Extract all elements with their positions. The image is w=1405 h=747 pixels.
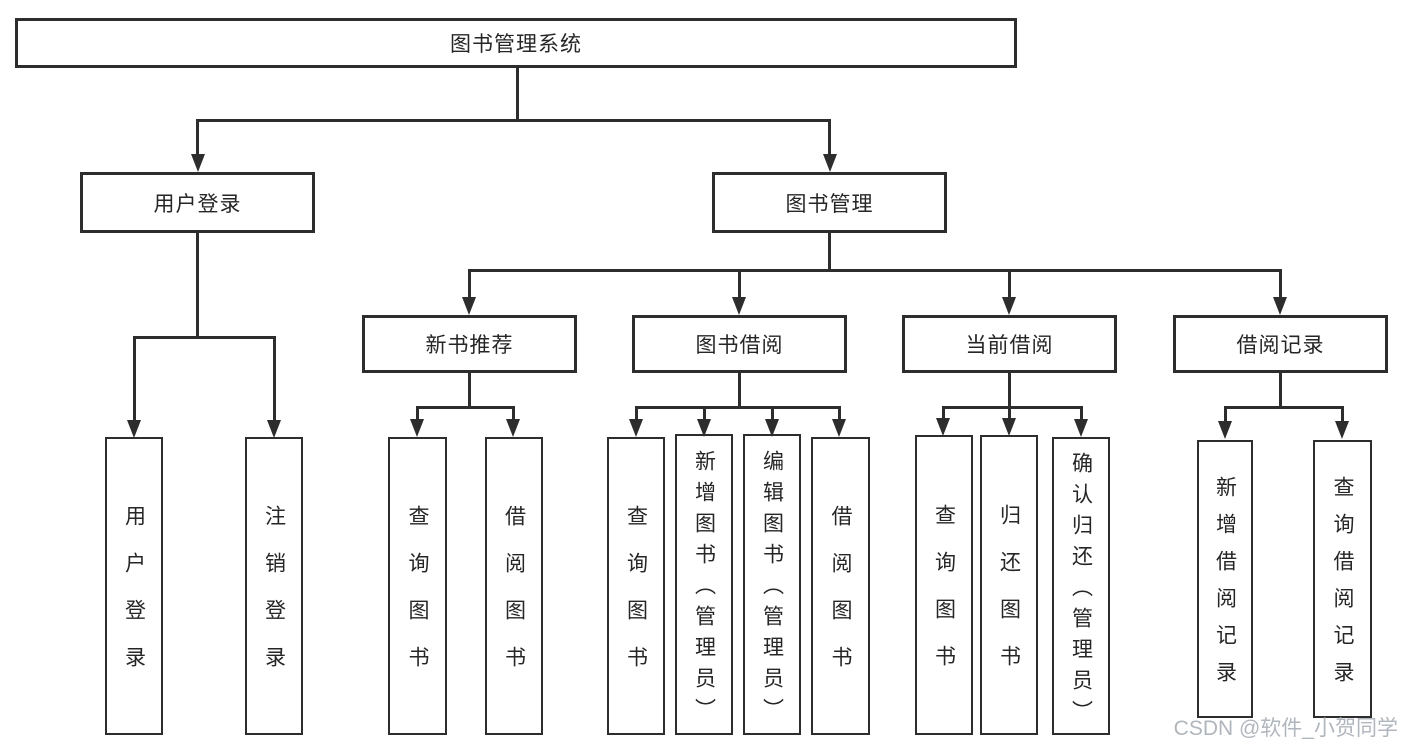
csdn-watermark: CSDN @软件_小贺同学 — [1173, 717, 1398, 740]
arrow-to-leaf-logout — [267, 420, 281, 438]
arrow-to-book-borrow — [732, 297, 746, 315]
connector-user-login-stem — [196, 233, 199, 337]
connector-to-book-borrow — [738, 269, 741, 298]
arrow-borrow-c2 — [697, 419, 711, 437]
leaf-label: 归还图书 — [997, 504, 1021, 692]
leaf-label: 确认归还（管理员） — [1069, 451, 1093, 731]
connector-borrow-c4 — [838, 406, 841, 420]
arrow-to-new-book — [462, 297, 476, 315]
leaf-query-books-borrow: 查询图书 — [607, 437, 665, 735]
connector-borrow-c2 — [703, 406, 706, 420]
leaf-label: 新增借阅记录 — [1213, 476, 1237, 698]
node-current-borrow: 当前借阅 — [902, 315, 1117, 373]
leaf-borrow-books: 借阅图书 — [811, 437, 870, 735]
leaf-confirm-return-admin: 确认归还（管理员） — [1052, 437, 1110, 735]
connector-records-stem — [1279, 373, 1282, 408]
connector-level3-rail — [468, 269, 1282, 272]
connector-borrow-c3 — [771, 406, 774, 420]
connector-newbook-stem — [468, 373, 471, 408]
connector-newbook-c2 — [512, 406, 515, 420]
connector-to-book-management — [828, 119, 831, 155]
leaf-label: 注销登录 — [262, 505, 286, 693]
leaf-label: 借阅图书 — [502, 505, 526, 693]
arrow-current-c1 — [936, 418, 950, 436]
arrow-records-c1 — [1218, 421, 1232, 439]
arrow-to-current-borrow — [1002, 297, 1016, 315]
connector-newbook-c1 — [416, 406, 419, 420]
connector-to-current-borrow — [1008, 269, 1011, 298]
connector-newbook-rail — [416, 406, 515, 409]
connector-current-c3 — [1080, 406, 1083, 420]
arrow-records-c2 — [1335, 421, 1349, 439]
connector-current-stem — [1008, 373, 1011, 408]
leaf-edit-book-admin: 编辑图书（管理员） — [743, 434, 801, 735]
arrow-to-user-login — [191, 154, 205, 172]
leaf-label: 查询图书 — [406, 505, 429, 693]
connector-records-rail — [1224, 406, 1343, 409]
connector-borrow-c1 — [635, 406, 638, 420]
arrow-current-c3 — [1074, 419, 1088, 437]
leaf-label: 查询图书 — [624, 505, 648, 693]
arrow-newbook-c1 — [410, 419, 424, 437]
arrow-to-leaf-user-login — [127, 420, 141, 438]
connector-root-stem — [516, 68, 519, 120]
node-root-system: 图书管理系统 — [15, 18, 1017, 68]
arrow-borrow-c1 — [629, 419, 643, 437]
arrow-newbook-c2 — [506, 419, 520, 437]
connector-to-new-book — [468, 269, 471, 298]
leaf-query-books-recommend: 查询图书 — [388, 437, 447, 735]
leaf-label: 用户登录 — [122, 505, 146, 693]
connector-to-user-login — [196, 119, 199, 155]
leaf-query-books-current: 查询图书 — [915, 435, 973, 735]
arrow-to-book-management — [823, 154, 837, 172]
connector-to-leaf-logout — [273, 336, 276, 421]
leaf-logout: 注销登录 — [245, 437, 303, 735]
leaf-label: 查询图书 — [932, 504, 956, 692]
connector-user-login-rail — [133, 336, 276, 339]
connector-to-leaf-user-login — [133, 336, 136, 421]
connector-current-rail — [943, 406, 1082, 409]
connector-current-c2 — [1008, 406, 1011, 419]
node-borrow-records: 借阅记录 — [1173, 315, 1388, 373]
node-book-management-branch: 图书管理 — [712, 172, 947, 233]
leaf-label: 新增图书（管理员） — [692, 450, 716, 729]
connector-borrow-rail — [635, 406, 840, 409]
leaf-add-borrow-record: 新增借阅记录 — [1197, 440, 1253, 718]
leaf-label: 借阅图书 — [829, 505, 852, 693]
node-user-login-branch: 用户登录 — [80, 172, 315, 233]
connector-records-c2 — [1341, 406, 1344, 422]
leaf-borrow-books-recommend: 借阅图书 — [485, 437, 543, 735]
node-new-book-recommend: 新书推荐 — [362, 315, 577, 373]
arrow-current-c2 — [1002, 418, 1016, 436]
connector-records-c1 — [1224, 406, 1227, 422]
leaf-query-borrow-record: 查询借阅记录 — [1313, 440, 1372, 718]
arrow-to-borrow-records — [1273, 297, 1287, 315]
connector-to-borrow-records — [1279, 269, 1282, 298]
leaf-add-book-admin: 新增图书（管理员） — [675, 434, 733, 735]
connector-borrow-stem — [738, 373, 741, 408]
connector-level2-rail — [196, 119, 831, 122]
connector-current-c1 — [942, 406, 945, 419]
arrow-borrow-c4 — [832, 419, 846, 437]
leaf-label: 查询借阅记录 — [1331, 476, 1354, 698]
leaf-user-login: 用户登录 — [105, 437, 163, 735]
arrow-borrow-c3 — [765, 419, 779, 437]
leaf-return-books: 归还图书 — [980, 435, 1038, 735]
node-book-borrow: 图书借阅 — [632, 315, 847, 373]
leaf-label: 编辑图书（管理员） — [760, 450, 784, 729]
connector-book-mgmt-stem — [828, 233, 831, 270]
